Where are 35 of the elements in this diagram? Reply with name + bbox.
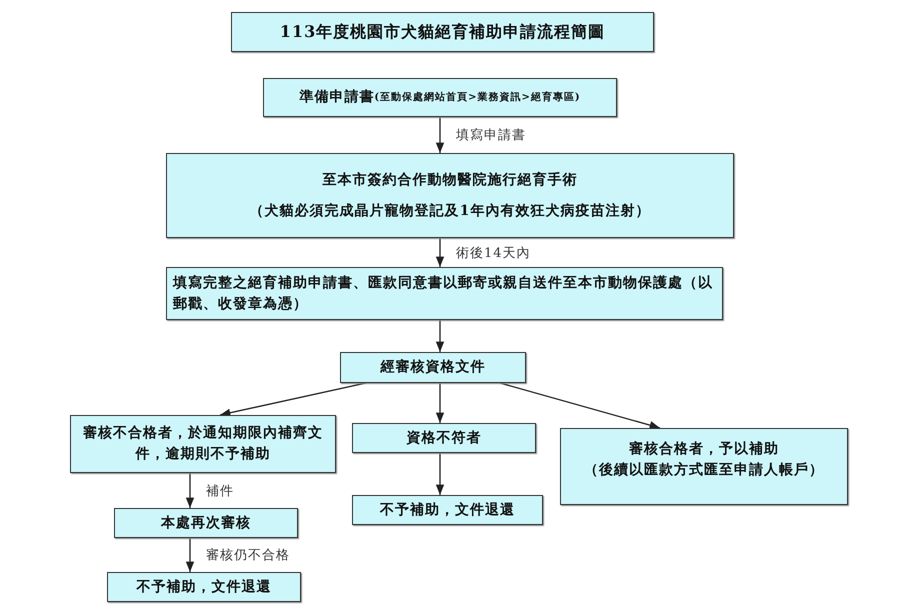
box-text: 不予補助，文件退還 — [380, 500, 515, 520]
process-box — [70, 415, 336, 473]
arrow — [436, 383, 444, 423]
process-box — [107, 572, 301, 602]
box-text: 不予補助，文件退還 — [136, 578, 272, 596]
box-text: 準備申請書 — [299, 88, 374, 107]
arrow — [186, 473, 194, 508]
process-box — [166, 267, 723, 320]
edge-label: 補件 — [204, 482, 236, 500]
box-text: 資格不符者 — [406, 428, 482, 448]
box-text: 本處再次審核 — [161, 514, 251, 532]
process-box — [340, 352, 526, 383]
arrow — [436, 320, 444, 352]
arrow — [436, 117, 444, 153]
box-text: 填寫完整之絕育補助申請書、匯款同意書以郵寄或親自送件至本市動物保護處（以郵戳、收發章為憑） — [173, 274, 714, 314]
arrow — [436, 453, 444, 495]
process-box — [166, 153, 734, 238]
process-box — [231, 12, 654, 52]
box-text: 113年度桃園市犬貓絕育補助申請流程簡圖 — [280, 21, 606, 43]
arrow — [436, 238, 444, 267]
box-note: （後續以匯款方式匯至申請人帳戶） — [584, 460, 824, 480]
process-box — [352, 423, 536, 453]
process-box — [114, 508, 298, 538]
process-box — [560, 428, 848, 505]
box-text: 至本市簽約合作動物醫院施行絕育手術 — [322, 170, 578, 190]
box-text: 審核不合格者，於通知期限內補齊文件，逾期則不予補助 — [82, 424, 324, 464]
box-text: 經審核資格文件 — [380, 358, 486, 377]
arrow — [186, 538, 194, 572]
process-box — [263, 78, 617, 117]
box-text: 審核合格者，予以補助 — [629, 440, 779, 459]
box-note: （犬貓必須完成晶片寵物登記及1年內有效狂犬病疫苗注射） — [250, 202, 650, 220]
arrow — [220, 382, 366, 417]
box-note: (至動保處網站首頁>業務資訊>絕育專區) — [374, 90, 581, 105]
arrow — [500, 382, 660, 430]
process-box — [352, 495, 543, 525]
